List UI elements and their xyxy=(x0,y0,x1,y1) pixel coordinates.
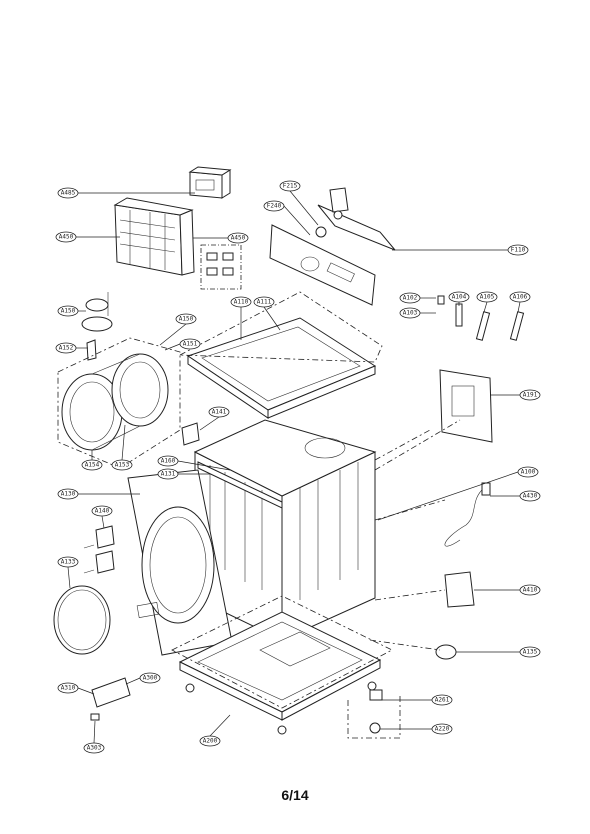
callout-a130: A130 xyxy=(57,488,140,500)
callout-label: A111 xyxy=(257,299,272,306)
callout-a303: A303 xyxy=(83,720,105,754)
callout-a133: A133 xyxy=(57,556,79,589)
connector-set xyxy=(200,244,242,290)
callout-a150-lock: A150 xyxy=(57,305,86,317)
callout-label: A303 xyxy=(87,745,102,752)
callout-a430: A430 xyxy=(490,490,541,502)
door-assembly xyxy=(57,337,181,469)
callout-label: A153 xyxy=(115,462,130,469)
callout-label: A410 xyxy=(523,587,538,594)
callout-label: A131 xyxy=(161,471,176,478)
callout-f110: F110 xyxy=(392,244,529,256)
callout-label: A220 xyxy=(435,726,450,733)
rear-cover xyxy=(439,369,493,443)
callout-a111: A111 xyxy=(253,296,281,331)
callout-a131: A131 xyxy=(157,468,210,480)
callout-label: A150 xyxy=(61,308,76,315)
callout-a153: A153 xyxy=(111,424,133,471)
callout-label: F240 xyxy=(267,203,282,210)
callout-label: A130 xyxy=(61,491,76,498)
callout-a300: A300 xyxy=(125,672,161,685)
bracket-part xyxy=(90,677,131,721)
callout-a261: A261 xyxy=(382,694,453,706)
callout-label: A102 xyxy=(403,295,418,302)
callout-f215: F215 xyxy=(279,180,319,226)
callout-a104: A104 xyxy=(448,291,470,306)
leveling-foot xyxy=(369,689,383,734)
callout-a220: A220 xyxy=(380,723,453,735)
callout-label: A135 xyxy=(523,649,538,656)
latch-parts xyxy=(83,525,115,574)
gasket-clamp xyxy=(53,585,111,655)
base-frame xyxy=(178,611,382,735)
callout-label: A160 xyxy=(161,458,176,465)
door-lock-parts xyxy=(81,292,113,361)
top-plate xyxy=(186,317,377,419)
callout-label: A450 xyxy=(231,235,246,242)
callout-label: A110 xyxy=(234,299,249,306)
callout-a151: A151 xyxy=(164,338,201,351)
callout-label: A261 xyxy=(435,697,450,704)
callout-label: A200 xyxy=(203,738,218,745)
power-cord xyxy=(444,482,491,547)
pcb-module-top xyxy=(188,166,232,199)
callout-a200: A200 xyxy=(199,714,231,747)
callout-a140: A140 xyxy=(91,505,113,529)
callout-a100: A100 xyxy=(377,466,539,521)
callout-label: A140 xyxy=(95,508,110,515)
callout-a485: A485 xyxy=(57,187,195,199)
base-outline xyxy=(171,595,393,709)
callout-label: A106 xyxy=(513,294,528,301)
callout-f240: F240 xyxy=(263,200,311,236)
callout-label: A151 xyxy=(183,341,198,348)
callout-label: A141 xyxy=(212,409,227,416)
hinge-bracket xyxy=(181,422,200,446)
callout-a450-connector: A450 xyxy=(193,232,249,244)
callout-a450-pcb: A450 xyxy=(55,231,120,243)
callout-a310: A310 xyxy=(57,682,95,695)
callout-a152: A152 xyxy=(55,342,88,354)
callout-label: A154 xyxy=(85,462,100,469)
callout-label: A300 xyxy=(143,675,158,682)
callout-a110: A110 xyxy=(230,296,252,340)
top-plate-outline xyxy=(178,291,383,363)
callout-a410: A410 xyxy=(474,584,541,596)
callout-label: A310 xyxy=(61,685,76,692)
callout-label: A150 xyxy=(179,316,194,323)
callout-a160: A160 xyxy=(157,455,231,471)
pcb-assembly xyxy=(113,197,195,276)
callout-label: A100 xyxy=(521,469,536,476)
callout-label: F215 xyxy=(283,183,298,190)
callout-label: A485 xyxy=(61,190,76,197)
callout-a135: A135 xyxy=(456,646,541,658)
callout-label: A133 xyxy=(61,559,76,566)
callout-a105: A105 xyxy=(476,291,498,313)
front-panel xyxy=(127,469,233,656)
page-number: 6/14 xyxy=(281,787,309,803)
callout-label: F110 xyxy=(511,247,526,254)
callout-a103: A103 xyxy=(399,307,436,319)
callout-label: A430 xyxy=(523,493,538,500)
callout-label: A152 xyxy=(59,345,74,352)
callout-a191: A191 xyxy=(490,389,541,401)
callout-a141: A141 xyxy=(199,406,230,431)
callout-label: A103 xyxy=(403,310,418,317)
callout-a106: A106 xyxy=(509,291,531,313)
callout-a154: A154 xyxy=(81,450,103,471)
control-pcb xyxy=(315,187,396,251)
callout-label: A191 xyxy=(523,392,538,399)
callout-label: A104 xyxy=(452,294,467,301)
control-panel xyxy=(269,224,376,306)
callout-a102: A102 xyxy=(399,292,436,304)
callout-label: A450 xyxy=(59,234,74,241)
sensors xyxy=(437,295,525,341)
noise-filter xyxy=(444,571,475,608)
callout-a150-door: A150 xyxy=(159,313,197,346)
cabinet xyxy=(193,419,377,641)
drain-cap xyxy=(435,644,457,660)
callout-label: A105 xyxy=(480,294,495,301)
